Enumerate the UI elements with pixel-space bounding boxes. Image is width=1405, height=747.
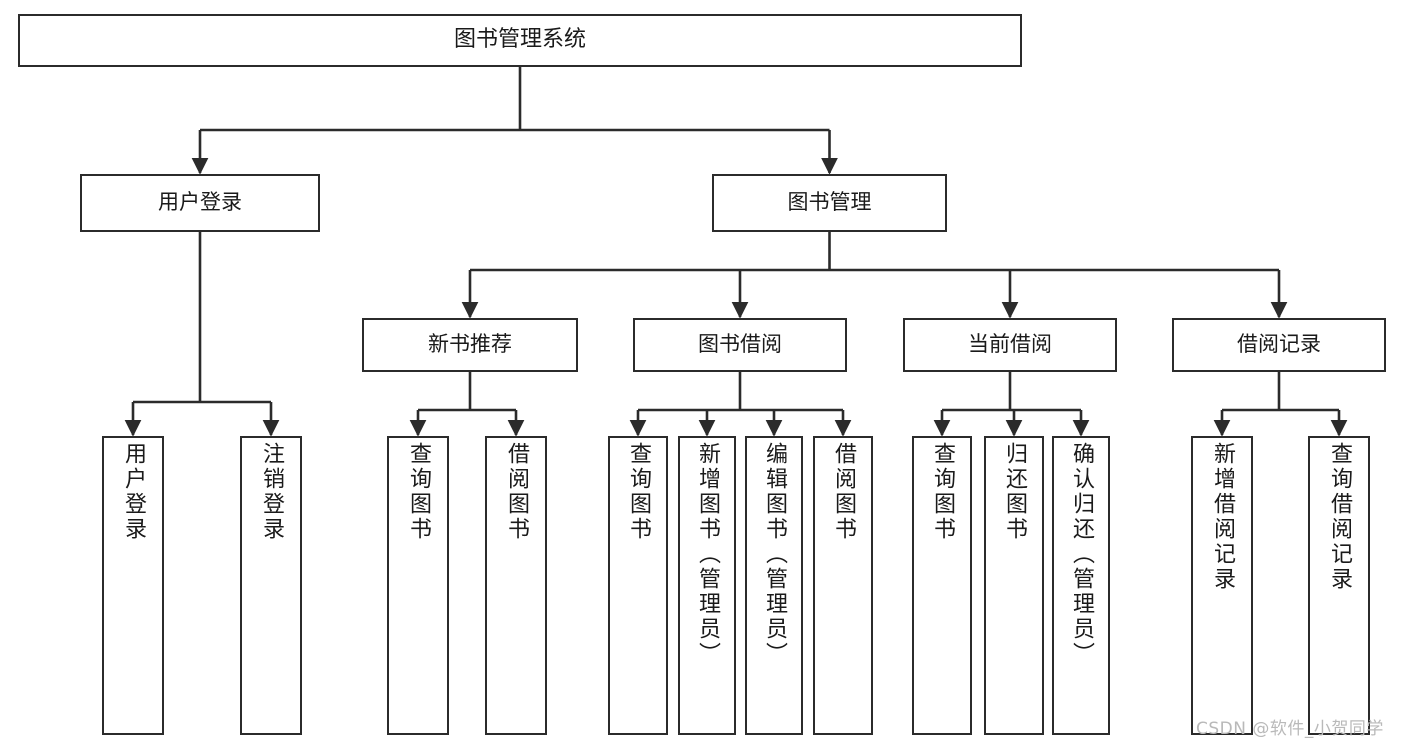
node-label: 当前借阅	[968, 332, 1052, 357]
csdn-watermark: CSDN @软件_小贺同学	[1196, 719, 1384, 739]
node-label: 用户登录	[158, 190, 242, 215]
node-label: 用户登录	[121, 442, 146, 542]
node-leaf-add-borrow-record[interactable]: 新增借阅记录	[1191, 436, 1253, 735]
node-label: 图书管理系统	[453, 27, 586, 53]
node-label: 图书借阅	[698, 332, 782, 357]
node-label: 确认归还（管理员）	[1069, 442, 1094, 667]
node-label: 借阅图书	[831, 442, 856, 542]
node-label: 归还图书	[1002, 442, 1027, 542]
node-user-login[interactable]: 用户登录	[80, 174, 320, 232]
node-book-manage[interactable]: 图书管理	[712, 174, 947, 232]
node-label: 编辑图书（管理员）	[762, 442, 787, 667]
node-label: 查询图书	[626, 442, 651, 542]
node-current-borrow[interactable]: 当前借阅	[903, 318, 1117, 372]
node-leaf-query-book-rec[interactable]: 查询图书	[387, 436, 449, 735]
node-label: 注销登录	[259, 442, 284, 542]
node-new-book-recommend[interactable]: 新书推荐	[362, 318, 578, 372]
node-leaf-edit-book-admin[interactable]: 编辑图书（管理员）	[745, 436, 803, 735]
node-leaf-query-book-cb[interactable]: 查询图书	[912, 436, 972, 735]
node-label: 查询图书	[930, 442, 955, 542]
node-label: 新增图书（管理员）	[695, 442, 720, 667]
node-leaf-query-book-br[interactable]: 查询图书	[608, 436, 668, 735]
node-label: 借阅记录	[1237, 332, 1321, 357]
node-root[interactable]: 图书管理系统	[18, 14, 1022, 67]
node-borrow-record[interactable]: 借阅记录	[1172, 318, 1386, 372]
node-label: 查询图书	[406, 442, 431, 542]
node-book-borrow[interactable]: 图书借阅	[633, 318, 847, 372]
node-leaf-query-borrow-record[interactable]: 查询借阅记录	[1308, 436, 1370, 735]
node-leaf-return-book[interactable]: 归还图书	[984, 436, 1044, 735]
node-leaf-add-book-admin[interactable]: 新增图书（管理员）	[678, 436, 736, 735]
node-leaf-borrow-book-br[interactable]: 借阅图书	[813, 436, 873, 735]
node-label: 新增借阅记录	[1210, 442, 1235, 592]
node-leaf-user-login[interactable]: 用户登录	[102, 436, 164, 735]
node-label: 查询借阅记录	[1327, 442, 1352, 592]
node-label: 图书管理	[787, 190, 872, 215]
node-leaf-borrow-book-rec[interactable]: 借阅图书	[485, 436, 547, 735]
node-leaf-confirm-return[interactable]: 确认归还（管理员）	[1052, 436, 1110, 735]
node-leaf-logout-login[interactable]: 注销登录	[240, 436, 302, 735]
node-label: 借阅图书	[504, 442, 529, 542]
node-label: 新书推荐	[428, 332, 512, 357]
